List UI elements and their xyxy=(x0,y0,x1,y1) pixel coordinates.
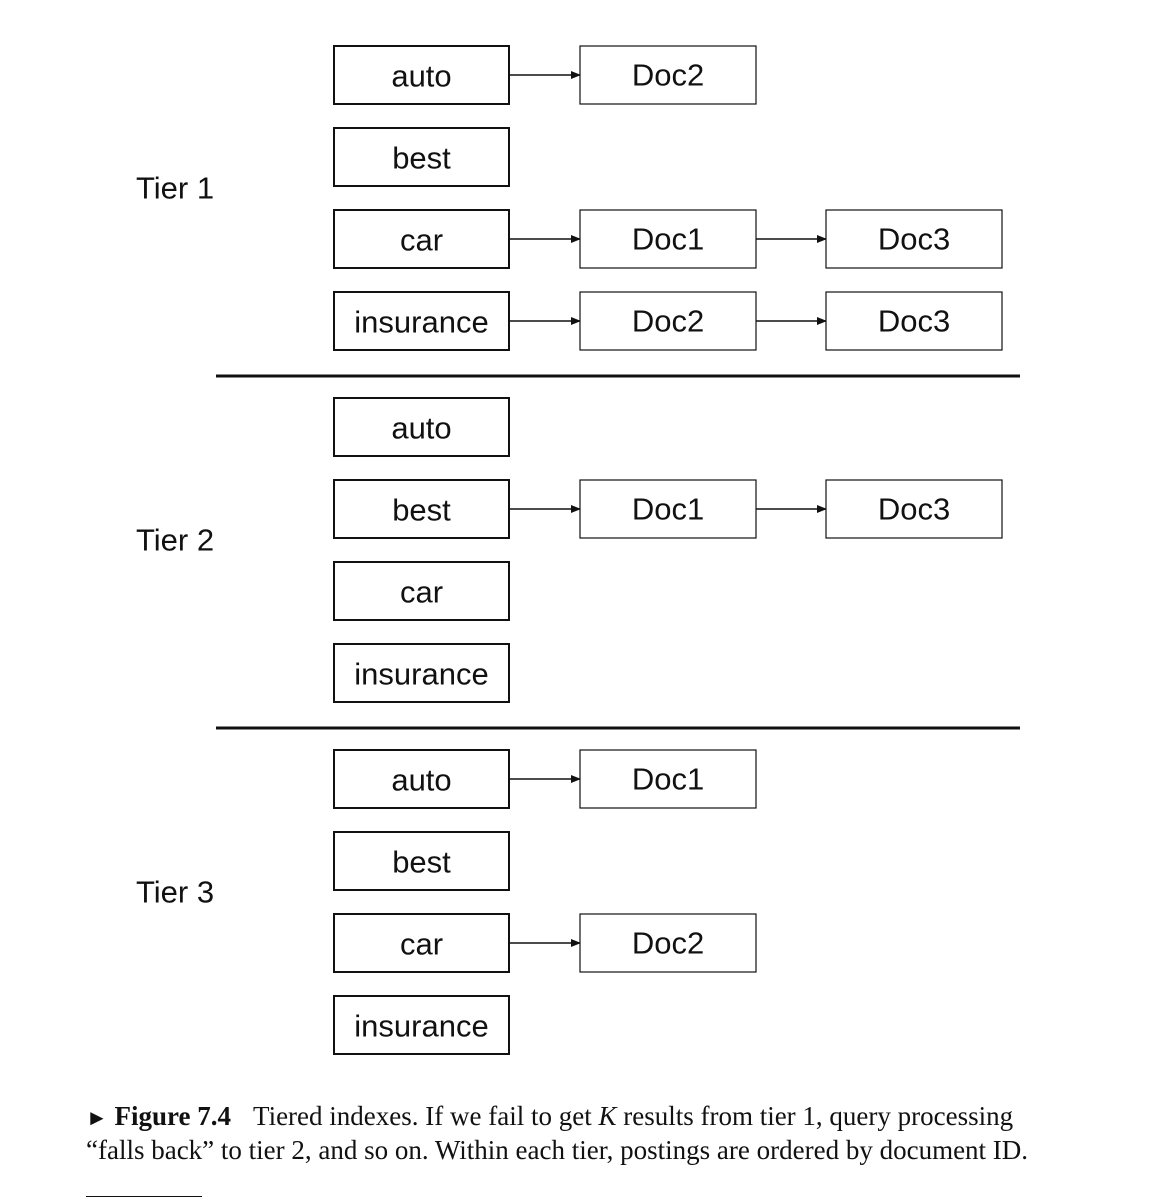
tier-label: Tier 2 xyxy=(136,523,214,558)
caption-underline xyxy=(86,1196,202,1197)
posting-box xyxy=(825,209,1003,269)
term-label: auto xyxy=(391,763,451,798)
term-box xyxy=(333,397,510,457)
term-box xyxy=(333,479,510,539)
term-label: car xyxy=(400,575,443,610)
caption-text-start: Tiered indexes. If we fail to get xyxy=(253,1101,599,1131)
posting-label: Doc1 xyxy=(632,492,704,527)
posting-label: Doc2 xyxy=(632,926,704,961)
posting-box xyxy=(579,45,757,105)
term-label: best xyxy=(392,493,451,528)
term-label: best xyxy=(392,141,451,176)
caption-text-end: results from tier 1, query processing “f… xyxy=(86,1101,1029,1165)
posting-label: Doc2 xyxy=(632,304,704,339)
term-label: insurance xyxy=(354,305,488,340)
term-box xyxy=(333,643,510,703)
caption-figure-label: Figure 7.4 xyxy=(114,1101,232,1131)
term-label: car xyxy=(400,927,443,962)
posting-box xyxy=(579,479,757,539)
term-box xyxy=(333,749,510,809)
posting-box xyxy=(825,479,1003,539)
posting-label: Doc1 xyxy=(632,222,704,257)
term-label: best xyxy=(392,845,451,880)
term-box xyxy=(333,561,510,621)
tier-label: Tier 1 xyxy=(136,171,214,206)
term-box xyxy=(333,45,510,105)
figure-caption: ► Figure 7.4 Tiered indexes. If we fail t… xyxy=(86,1100,1066,1166)
tier-label: Tier 3 xyxy=(136,875,214,910)
term-box xyxy=(333,995,510,1055)
posting-label: Doc3 xyxy=(878,492,950,527)
caption-k: K xyxy=(598,1101,617,1131)
posting-label: Doc1 xyxy=(632,762,704,797)
caption-marker: ► xyxy=(86,1105,108,1130)
posting-box xyxy=(579,913,757,973)
posting-box xyxy=(825,291,1003,351)
posting-label: Doc2 xyxy=(632,58,704,93)
term-label: insurance xyxy=(354,657,488,692)
term-box xyxy=(333,913,510,973)
term-box xyxy=(333,831,510,891)
term-label: insurance xyxy=(354,1009,488,1044)
posting-box xyxy=(579,749,757,809)
term-label: auto xyxy=(391,411,451,446)
term-label: car xyxy=(400,223,443,258)
posting-label: Doc3 xyxy=(878,222,950,257)
term-box xyxy=(333,127,510,187)
term-label: auto xyxy=(391,59,451,94)
posting-label: Doc3 xyxy=(878,304,950,339)
